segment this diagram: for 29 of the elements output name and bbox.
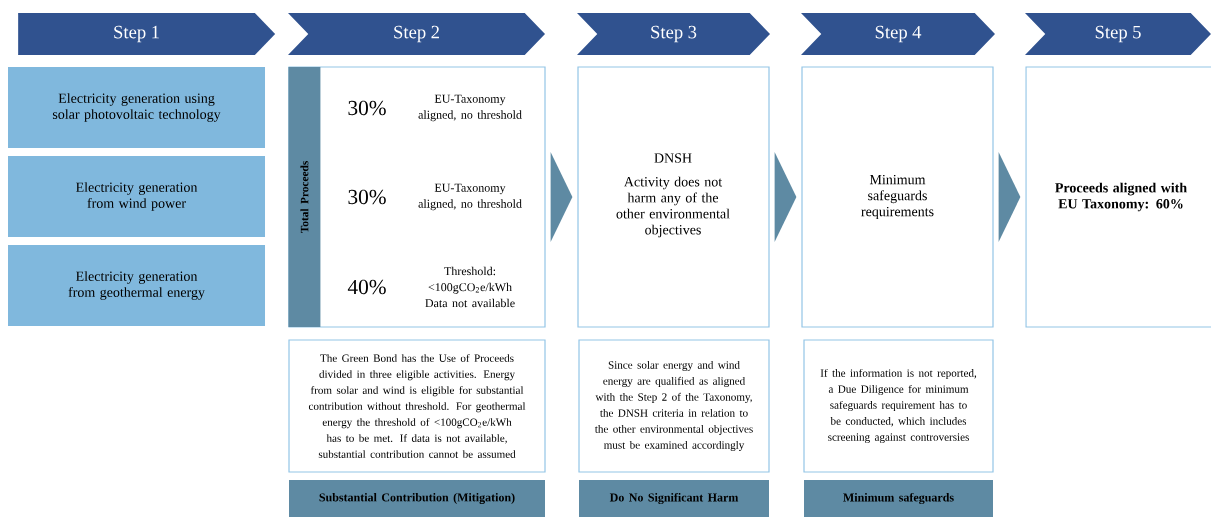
- vertical-label-band: Total Proceeds: [288, 67, 321, 327]
- result-box: Proceeds aligned with EU Taxonomy: 60%: [1025, 66, 1211, 328]
- step-banner: Step 5: [1025, 13, 1211, 55]
- arrow: [550, 152, 573, 242]
- arrow: [998, 152, 1021, 242]
- description-box: The Green Bond has the Use of Proceeds divided in three eligible activities. Energy from solar and wind is eligible for substantial contribution without threshold. For geothermal energy the threshold of <100gCO$_{2}$e/kWh has to be met. If data is not available, substantial contribution cannot be assumed: [288, 339, 546, 473]
- category-band: Do No Significant Harm: [579, 480, 769, 517]
- activity-box: Electricity generation using solar photovoltaic technology: [8, 67, 265, 148]
- step-banner: Step 1: [18, 13, 276, 55]
- activity-box: Electricity generation from geothermal energy: [8, 245, 265, 326]
- percentage-value: 30%: [348, 189, 386, 205]
- box-text: Activity does not harm any of the other environmental objectives: [616, 176, 730, 238]
- activity-box: Electricity generation from wind power: [8, 156, 265, 237]
- box-text: DNSH: [654, 153, 692, 163]
- percentage-value: 40%: [347, 279, 386, 295]
- step-banner: Step 3: [577, 13, 770, 55]
- row-description: EU-Taxonomy aligned, no threshold: [418, 94, 522, 122]
- description-box: Since solar energy and wind energy are qualified as aligned with the Step 2 of the Taxonomy, the DNSH criteria in relation to the other environmental objectives must be examined accordingly: [578, 339, 770, 473]
- arrow: [774, 152, 797, 242]
- description-box: If the information is not reported, a Due Diligence for minimum safeguards requirement has to be conducted, which includes screening against controversies: [803, 339, 994, 473]
- step-banner: Step 2: [288, 13, 545, 55]
- step-banner: Step 4: [801, 13, 995, 55]
- step-box: Minimum safeguards requirements: [801, 66, 994, 328]
- row-description: Threshold: <100gCO$_{2}$e/kWh Data not available: [425, 266, 515, 308]
- percentage-value: 30%: [348, 100, 386, 116]
- category-band: Substantial Contribution (Mitigation): [289, 480, 545, 517]
- row-description: EU-Taxonomy aligned, no threshold: [418, 183, 522, 211]
- step-box: [577, 66, 770, 328]
- category-band: Minimum safeguards: [804, 480, 993, 517]
